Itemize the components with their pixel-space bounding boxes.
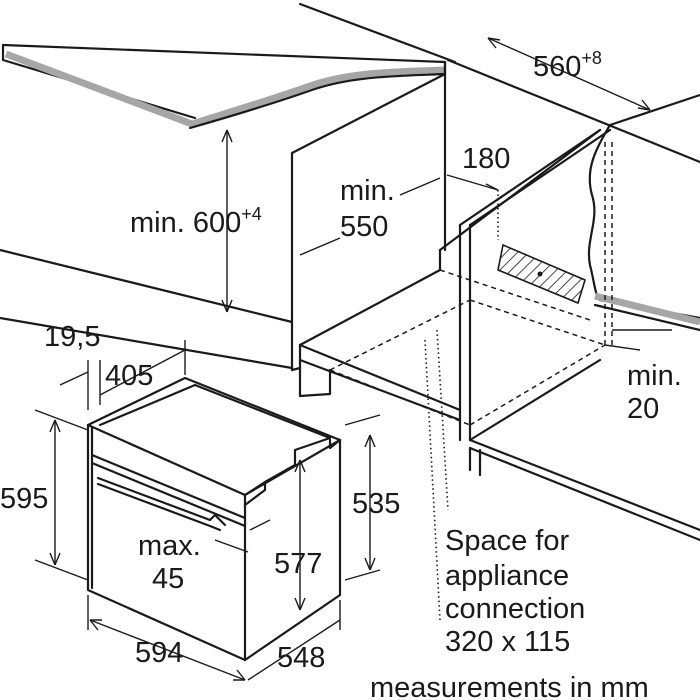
- oven-dimensions: [34, 340, 381, 681]
- label-oven-body-height: 535: [352, 488, 400, 520]
- label-niche-depth-line2: 550: [340, 211, 388, 243]
- note-space-line3: connection: [445, 593, 585, 625]
- note-space-line2: appliance: [445, 560, 569, 592]
- label-side-gap-line1: min.: [627, 360, 682, 392]
- connection-box: [497, 243, 586, 305]
- notes: Space for appliance connection 320 x 115…: [370, 525, 649, 700]
- note-space-line1: Space for: [445, 525, 569, 557]
- label-oven-depth: 548: [277, 642, 325, 674]
- dimension-labels: 560+8 min. 600+4 min. 550 180 min. 20 19…: [0, 48, 682, 674]
- note-space-line4: 320 x 115: [445, 626, 570, 658]
- label-oven-height: 595: [0, 483, 48, 515]
- label-niche-depth-line1: min.: [340, 175, 395, 207]
- worktop-right: [0, 60, 447, 398]
- worktop: [1, 2, 457, 130]
- niche-cabinet: [298, 58, 700, 542]
- label-rear-gap: 180: [462, 143, 510, 175]
- label-cabinet-width: 560+8: [533, 48, 602, 83]
- label-handle-line1: max.: [138, 530, 201, 562]
- hidden-edges: [329, 140, 613, 621]
- oven: [86, 376, 342, 662]
- label-side-gap-line2: 20: [627, 393, 659, 425]
- label-niche-height: min. 600+4: [130, 204, 262, 239]
- label-oven-width: 594: [135, 637, 183, 669]
- label-handle-line2: 45: [152, 563, 184, 595]
- label-oven-offset: 19,5: [44, 321, 100, 353]
- label-oven-depth-inner: 405: [105, 360, 153, 392]
- worktop-edge: [4, 50, 446, 128]
- note-units: measurements in mm: [370, 672, 649, 700]
- label-oven-inner-height: 577: [274, 548, 322, 580]
- niche-dimensions: [221, 37, 672, 351]
